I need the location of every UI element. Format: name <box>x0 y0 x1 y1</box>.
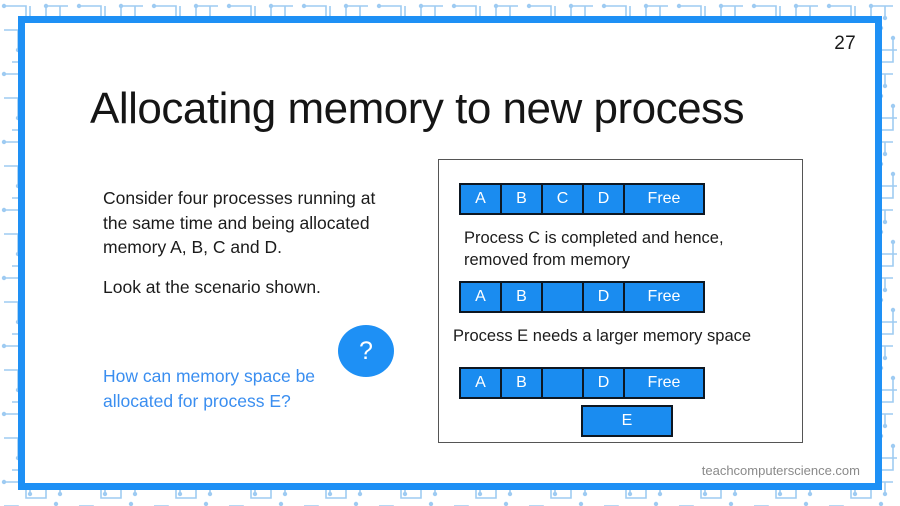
memory-cell-a: A <box>461 283 502 311</box>
panel-caption-1: Process C is completed and hence, remove… <box>464 229 724 269</box>
panel-caption-2: Process E needs a larger memory space <box>453 327 752 345</box>
question-block: How can memory space be allocated for pr… <box>103 364 353 414</box>
memory-cell-empty <box>543 369 584 397</box>
page-number: 27 <box>834 33 856 54</box>
question-mark-glyph: ? <box>359 337 373 365</box>
memory-cell-a: A <box>461 369 502 397</box>
memory-block-e: E <box>581 405 673 437</box>
memory-bar-after-c-removed: A B D Free <box>459 281 705 313</box>
memory-cell-d: D <box>584 369 625 397</box>
left-text-column: Consider four processes running at the s… <box>103 186 403 300</box>
question-text: How can memory space be allocated for pr… <box>103 366 316 411</box>
memory-cell-e: E <box>583 407 671 435</box>
memory-cell-free: Free <box>625 185 703 213</box>
memory-cell-d: D <box>584 185 625 213</box>
memory-cell-empty <box>543 283 584 311</box>
question-bubble-icon: ? <box>338 325 394 381</box>
memory-cell-d: D <box>584 283 625 311</box>
footer-url: teachcomputerscience.com <box>701 463 860 478</box>
memory-bar-current: A B D Free <box>459 367 705 399</box>
memory-cell-a: A <box>461 185 502 213</box>
memory-cell-b: B <box>502 185 543 213</box>
memory-bar-initial: A B C D Free <box>459 183 705 215</box>
body-paragraph-1: Consider four processes running at the s… <box>103 188 376 258</box>
memory-cell-b: B <box>502 283 543 311</box>
bubble-circle <box>338 325 394 377</box>
page-title: Allocating memory to new process <box>90 84 745 133</box>
memory-cell-b: B <box>502 369 543 397</box>
body-paragraph-2: Look at the scenario shown. <box>103 277 321 298</box>
memory-cell-free: Free <box>625 283 703 311</box>
memory-cell-c: C <box>543 185 584 213</box>
memory-cell-free: Free <box>625 369 703 397</box>
memory-diagram-panel: A B C D Free Process C is completed and … <box>438 159 803 443</box>
